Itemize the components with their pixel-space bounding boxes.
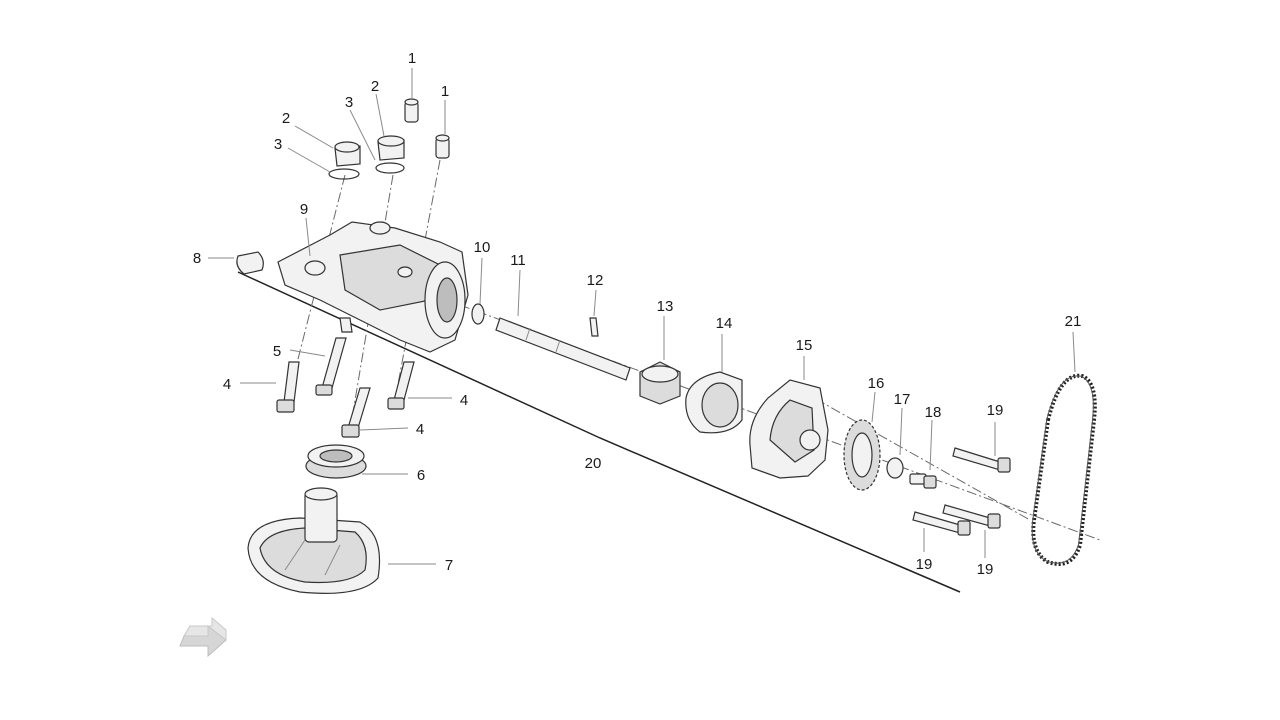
- part-11-shaft: [495, 317, 631, 381]
- part-19-bolt-top: [952, 447, 1011, 473]
- callout-19-right: 19: [977, 561, 994, 578]
- part-15-cover: [749, 379, 829, 479]
- back-arrow-icon[interactable]: [179, 616, 227, 658]
- part-12-pin: [589, 317, 599, 337]
- callout-11: 11: [510, 252, 526, 269]
- callout-3-right: 3: [345, 94, 353, 111]
- callout-19-top: 19: [987, 402, 1004, 419]
- leader-lines: [208, 68, 1076, 565]
- part-3-ring-right: [375, 162, 405, 174]
- callout-8: 8: [193, 250, 201, 267]
- part-7-strainer: [247, 487, 381, 594]
- part-20-line: [237, 271, 961, 593]
- callout-21: 21: [1065, 313, 1082, 330]
- callout-4-left: 4: [223, 376, 231, 393]
- callout-15: 15: [796, 337, 813, 354]
- pump-housing: [277, 221, 469, 353]
- part-14-outer-rotor: [685, 371, 743, 434]
- part-3-ring-left: [328, 168, 360, 180]
- part-1-bushing-lower: [435, 134, 450, 159]
- callout-5: 5: [273, 343, 281, 360]
- callout-6: 6: [417, 467, 425, 484]
- part-1-bushing-upper: [404, 98, 419, 123]
- callout-13: 13: [657, 298, 674, 315]
- callout-1-top: 1: [408, 50, 416, 67]
- part-6-seal: [305, 444, 367, 479]
- callout-18: 18: [925, 404, 942, 421]
- callout-1-right: 1: [441, 83, 449, 100]
- part-8-plug: [236, 251, 264, 275]
- part-13-rotor: [639, 361, 681, 405]
- callout-4-center: 4: [416, 421, 424, 438]
- part-4-bolt-center: [341, 387, 371, 438]
- axis-bolts: [799, 389, 1031, 521]
- callout-10: 10: [474, 239, 491, 256]
- callout-4-right: 4: [460, 392, 468, 409]
- part-16-gear: [843, 419, 881, 491]
- part-18-nut: [909, 473, 937, 489]
- callout-9: 9: [300, 201, 308, 218]
- callout-7: 7: [445, 557, 453, 574]
- callout-20: 20: [585, 455, 602, 472]
- part-21-chain: [1031, 373, 1097, 566]
- callout-16: 16: [868, 375, 885, 392]
- callout-19-low: 19: [916, 556, 933, 573]
- part-4-bolt-left: [276, 361, 300, 413]
- part-2-cap-left: [334, 141, 361, 167]
- part-17-washer: [886, 457, 904, 479]
- callout-2-left: 2: [282, 110, 290, 127]
- part-4-bolt-right: [387, 361, 415, 410]
- callout-3-left: 3: [274, 136, 282, 153]
- part-5-bolt: [315, 337, 347, 396]
- part-10-ring: [471, 303, 485, 325]
- callout-17: 17: [894, 391, 911, 408]
- callout-14: 14: [716, 315, 733, 332]
- callout-12: 12: [587, 272, 604, 289]
- callout-2-right: 2: [371, 78, 379, 95]
- part-2-cap-right: [377, 135, 405, 161]
- part-19-bolt-low: [912, 511, 971, 536]
- part-19-bolt-mid: [942, 504, 1001, 529]
